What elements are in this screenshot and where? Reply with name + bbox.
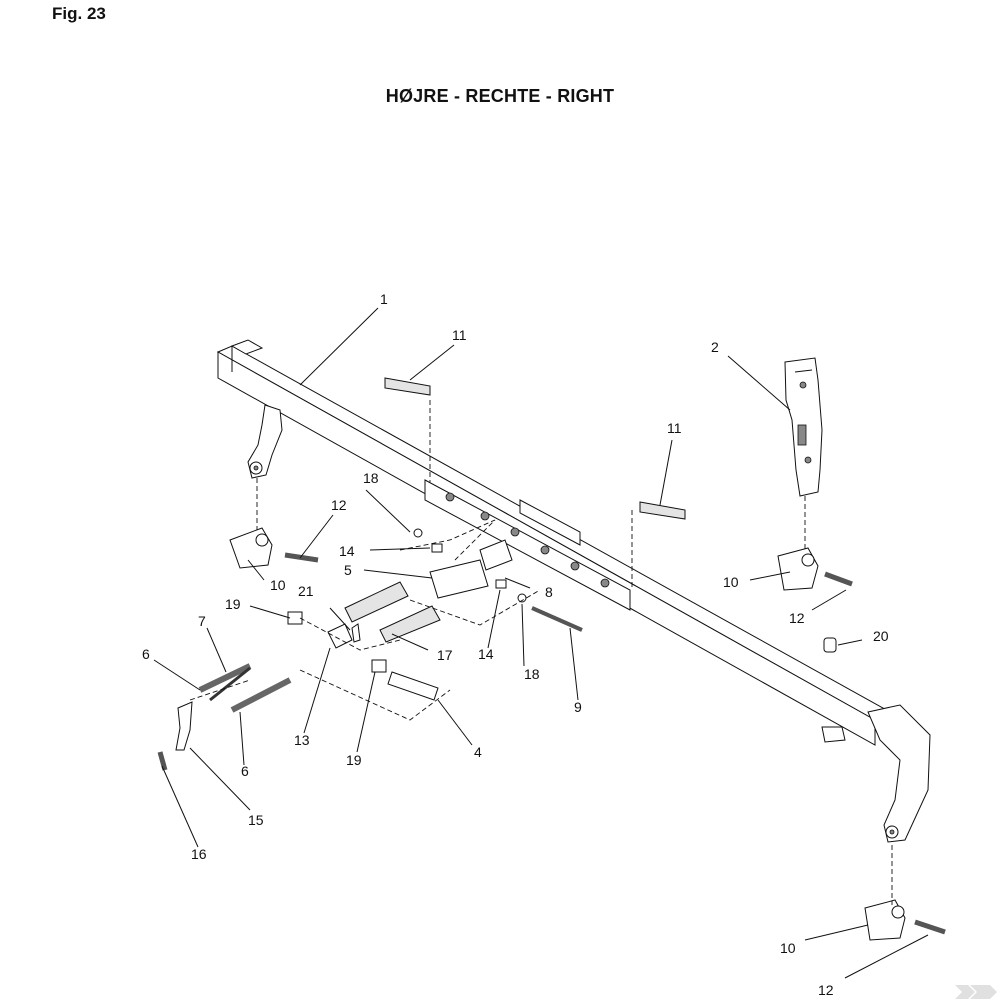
- corner-logo: [955, 985, 997, 999]
- figure-label: Fig. 23: [52, 4, 106, 23]
- callout-11-a: 11: [452, 327, 467, 343]
- callout-14-a: 14: [339, 543, 355, 559]
- callout-10-c: 10: [780, 940, 796, 956]
- callout-21: 21: [298, 583, 314, 599]
- callout-1: 1: [380, 291, 388, 307]
- callout-10-a: 10: [270, 577, 286, 593]
- callout-20: 20: [873, 628, 889, 644]
- leader-lines: [153, 307, 929, 979]
- callout-19-a: 19: [225, 596, 241, 612]
- pins-part-12: [284, 552, 946, 935]
- callout-11-b: 11: [667, 420, 682, 436]
- callout-2: 2: [711, 339, 719, 355]
- pin-part-16: [157, 751, 168, 771]
- callout-6-a: 6: [142, 646, 150, 662]
- clevis-brackets-part-10: [229, 527, 906, 941]
- callout-10-b: 10: [723, 574, 739, 590]
- callout-18-b: 18: [524, 666, 540, 682]
- callout-13: 13: [294, 732, 310, 748]
- callout-15: 15: [248, 812, 264, 828]
- callout-5: 5: [344, 562, 352, 578]
- assembly-lines: [189, 400, 893, 905]
- callout-12-b: 12: [789, 610, 805, 626]
- callout-6-b: 6: [241, 763, 249, 779]
- callout-labels: 1 11 11 2 18 12 14 5 10 21 8 19 7 6 17 1…: [142, 291, 889, 998]
- callout-19-b: 19: [346, 752, 362, 768]
- callout-7: 7: [198, 613, 206, 629]
- callout-4: 4: [474, 744, 482, 760]
- main-beam: [216, 339, 931, 843]
- callout-17: 17: [437, 647, 453, 663]
- callout-12-c: 12: [818, 982, 834, 998]
- side-bracket-part-2: [784, 357, 823, 497]
- callout-9: 9: [574, 699, 582, 715]
- callout-8: 8: [545, 584, 553, 600]
- callout-16: 16: [191, 846, 207, 862]
- cap-part-20: [823, 637, 837, 653]
- diagram-title: HØJRE - RECHTE - RIGHT: [385, 86, 615, 106]
- callout-12-a: 12: [331, 497, 347, 513]
- callout-18-a: 18: [363, 470, 379, 486]
- rods-part-6-7: [198, 663, 292, 713]
- slide-plates-part-11: [384, 377, 686, 520]
- arm-part-15: [175, 701, 193, 751]
- callout-14-b: 14: [478, 646, 494, 662]
- spring-assembly: [287, 528, 583, 701]
